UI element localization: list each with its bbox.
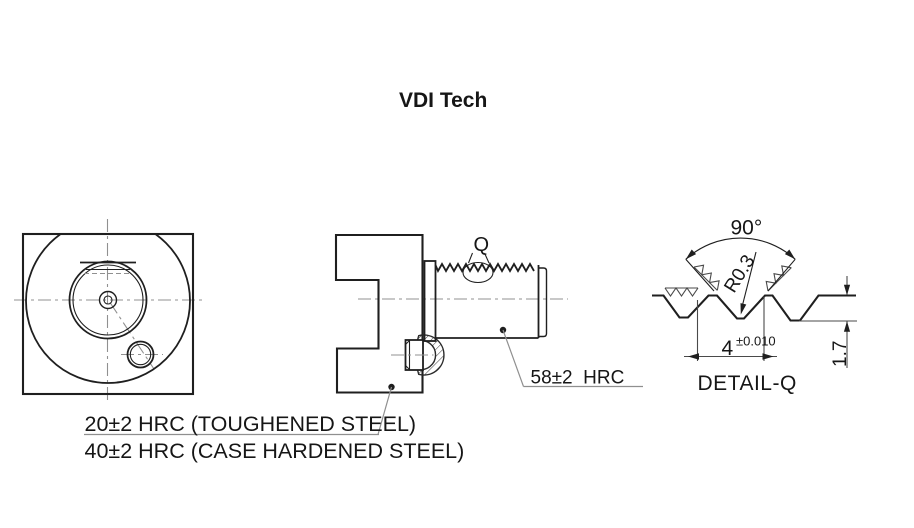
diagonal-centerline [109,302,155,370]
side-view: Q 58±2 HRC [334,233,643,435]
side-hole-outer [126,340,155,369]
balloon-neck-right [483,252,490,264]
leader-line-shank [502,329,525,387]
hardness-notes: 20±2 HRC (TOUGHENED STEEL) 40±2 HRC (CAS… [84,412,464,463]
detail-view: 90° R0.3 4 ±0.010 1.7 DETAIL-Q [652,217,857,395]
knurl-marks-left [664,287,699,297]
radius-arrowhead [740,303,747,315]
note-case-hardened-steel: 40±2 HRC (CASE HARDENED STEEL) [85,439,465,463]
angle-dimension-arc [685,237,796,260]
leader-line-body [377,386,393,435]
shank-serrations [434,262,535,274]
note-toughened-steel: 20±2 HRC (TOUGHENED STEEL) [85,412,417,436]
shank-hardness-note: 58±2 HRC [531,368,625,389]
side-hole-inner [129,343,152,366]
knurl-marks-left-flank [693,264,720,291]
body-outer-circle [25,235,191,384]
depth-dimension-text: 1.7 [830,341,851,367]
detail-balloon [462,261,494,284]
root-radius-text: R0.3 [720,251,759,296]
depth-arrowhead-bottom [843,321,851,332]
counterbore-hatched-section [416,334,445,376]
arc-arrowhead-right [784,249,796,260]
angle-dimension-text: 90° [731,217,763,240]
depth-arrowhead-top [843,284,851,296]
radius-leader [740,251,757,310]
serration-profile [652,294,856,322]
balloon-neck-left [467,252,474,264]
screw-chamfer-bottom [405,365,410,370]
square-body-outline [21,232,195,396]
groove-width-text: 4 [722,337,734,360]
arc-arrowhead-left [685,249,697,260]
bore-outer-circle [68,260,148,340]
width-arrowhead-right [762,353,774,360]
holder-body-outline [334,233,424,394]
shank-collar [423,260,437,342]
detail-caption: DETAIL-Q [698,372,797,395]
groove-width-tolerance-text: ±0.010 [736,334,776,349]
balloon-label: Q [474,234,490,256]
center-hole-inner [103,295,113,305]
center-hole-outer [98,290,118,310]
knurl-marks-right-flank [765,265,792,292]
front-view [14,219,203,404]
flank-extension-left [685,258,715,292]
screw-chamfer-top [405,340,410,345]
width-arrowhead-left [688,353,699,360]
flank-extension-right [767,258,796,292]
page-title: VDI Tech [399,89,487,112]
bore-inner-circle [72,264,144,336]
shank-end-cap [538,267,548,338]
